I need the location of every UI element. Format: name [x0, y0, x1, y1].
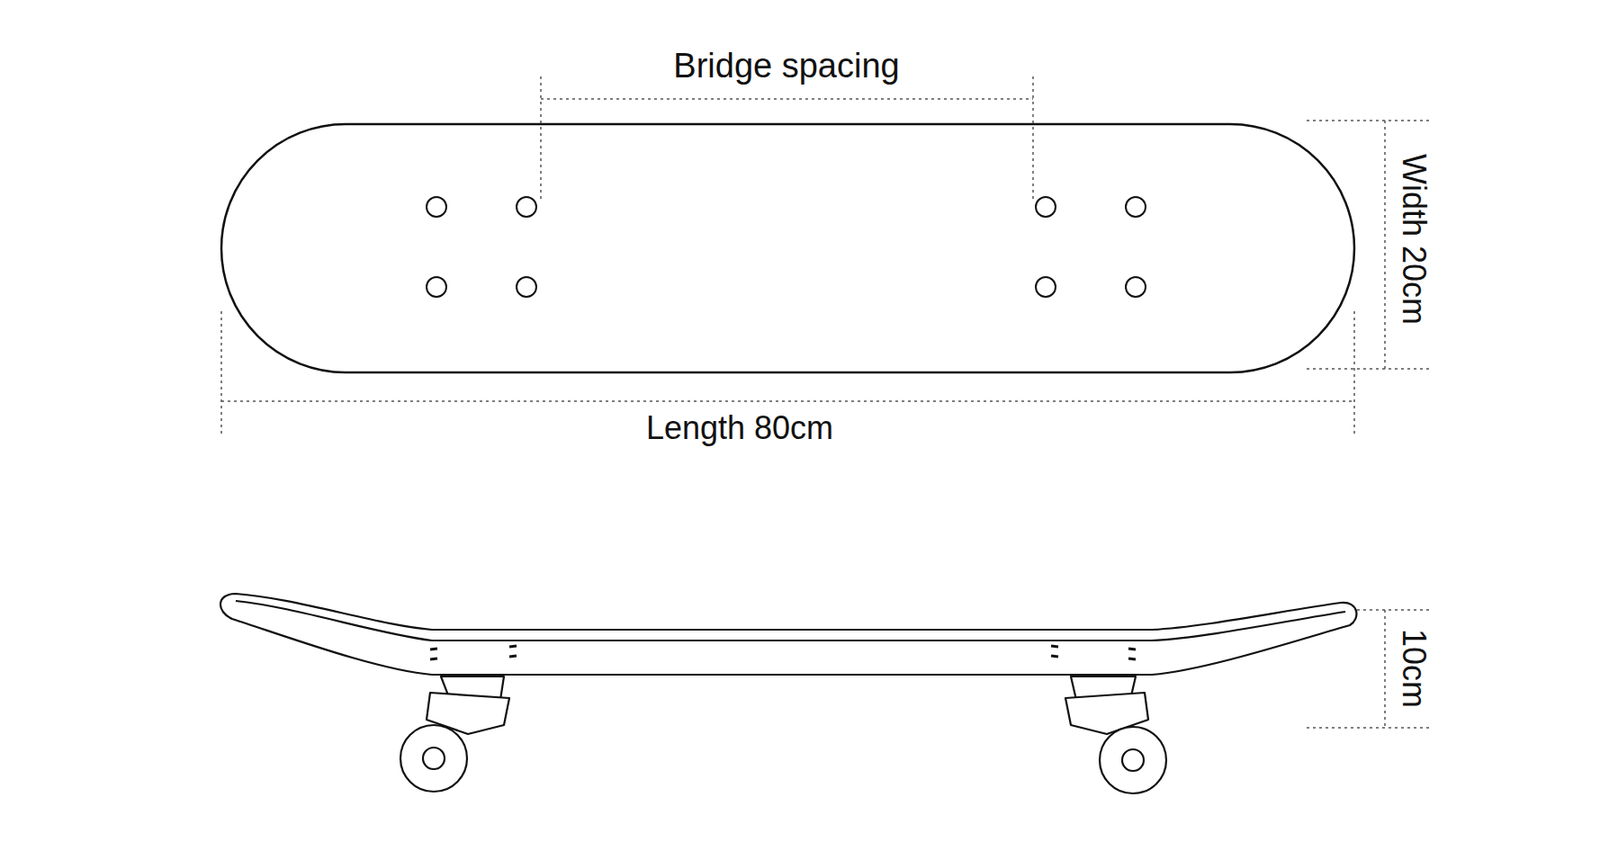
- dimension-label: Bridge spacing: [669, 47, 903, 86]
- dimension-label: Length 80cm: [642, 410, 837, 447]
- dimension-label: 10cm: [1395, 625, 1432, 712]
- side-holes: [430, 646, 1136, 660]
- right-axle: [1122, 749, 1144, 772]
- top-view: [221, 124, 1355, 373]
- deck-edge-line: [235, 601, 1346, 641]
- deck-top-outline: [221, 124, 1355, 373]
- left-axle: [422, 747, 445, 770]
- right-wheel: [1099, 727, 1167, 794]
- deck-side: [220, 593, 1357, 675]
- dimension-label: Width 20cm: [1395, 150, 1432, 329]
- left-wheel: [400, 725, 468, 792]
- side-view: [220, 593, 1357, 794]
- truck-holes: [426, 197, 1146, 297]
